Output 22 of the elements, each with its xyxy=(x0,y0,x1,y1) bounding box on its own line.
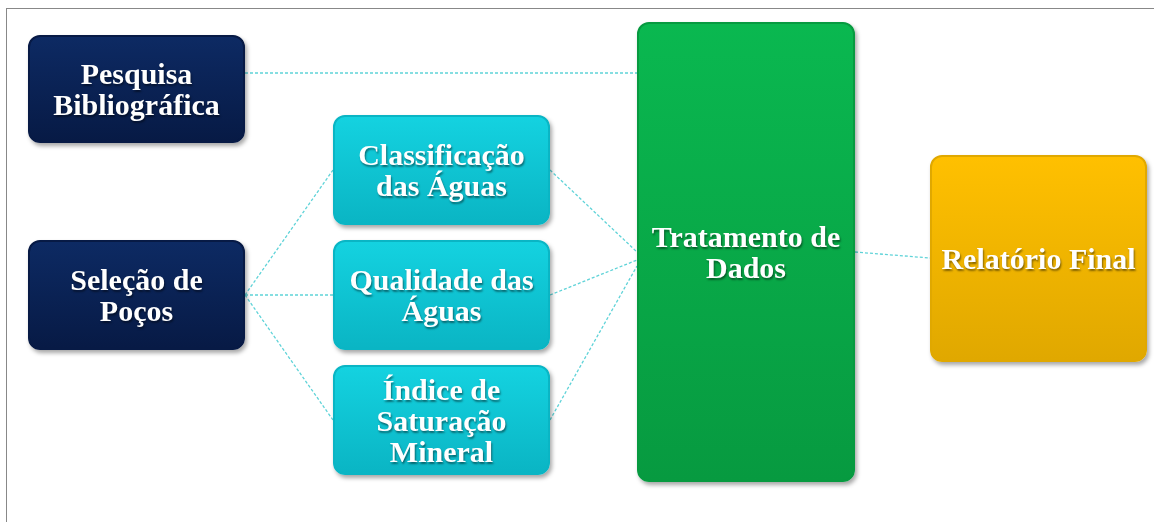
connector-line xyxy=(549,259,638,296)
process-box xyxy=(333,365,550,475)
connector-line xyxy=(549,265,638,421)
box-label: Seleção de Poços xyxy=(69,264,204,326)
connector-line xyxy=(549,169,638,253)
connector-line xyxy=(244,72,638,74)
process-box xyxy=(28,240,245,350)
connector-line xyxy=(244,294,334,421)
connector-line xyxy=(244,169,334,296)
process-box xyxy=(333,115,550,225)
box-label: Índice de Saturação Mineral xyxy=(375,373,508,467)
box-label: Pesquisa Bibliográfica xyxy=(52,58,221,120)
box-label: Qualidade das Águas xyxy=(348,264,535,326)
connector-line xyxy=(244,294,334,296)
process-box xyxy=(930,155,1147,362)
box-label: Relatório Final xyxy=(940,243,1137,274)
box-label: Tratamento de Dados xyxy=(650,221,842,283)
process-box xyxy=(637,22,855,482)
box-label: Classificação das Águas xyxy=(357,139,526,201)
process-box xyxy=(28,35,245,143)
process-box xyxy=(333,240,550,350)
connector-line xyxy=(854,251,931,259)
